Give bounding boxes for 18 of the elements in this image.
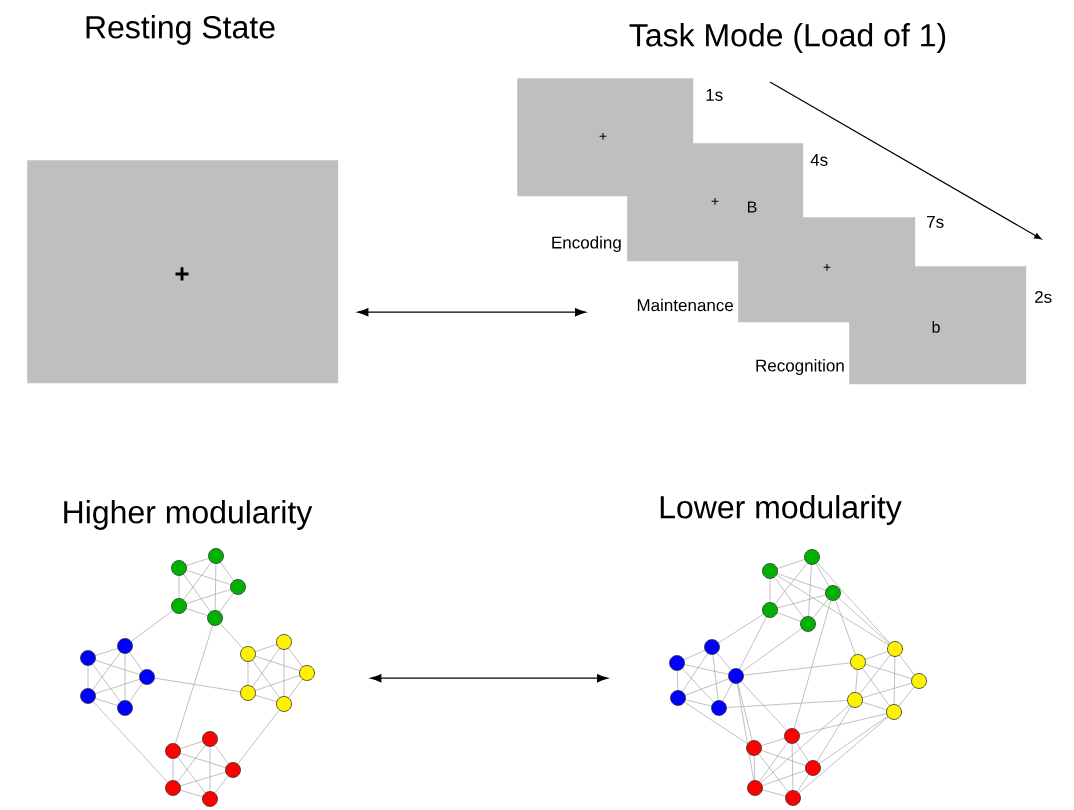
- duration-label: 4s: [810, 154, 828, 166]
- screen-box: +: [27, 160, 339, 384]
- network-drawing: [80, 548, 315, 807]
- screen-box: +: [517, 78, 694, 197]
- duration-label: 2s: [1035, 290, 1052, 303]
- heading: Task Mode (Load of 1): [629, 23, 946, 53]
- duration-label: 1s: [706, 89, 723, 101]
- duration-label: 7s: [927, 216, 944, 228]
- phase-label: Recognition: [756, 359, 844, 375]
- double-arrow: [357, 308, 586, 317]
- heading: Higher modularity: [64, 500, 313, 530]
- phase-label: Encoding: [552, 236, 621, 252]
- double-arrow: [370, 674, 608, 683]
- phase-label: Maintenance: [637, 298, 734, 312]
- node-label: +: [823, 263, 831, 271]
- network-drawing: [669, 549, 927, 806]
- heading: Lower modularity: [660, 495, 902, 525]
- heading: Resting State: [86, 15, 275, 45]
